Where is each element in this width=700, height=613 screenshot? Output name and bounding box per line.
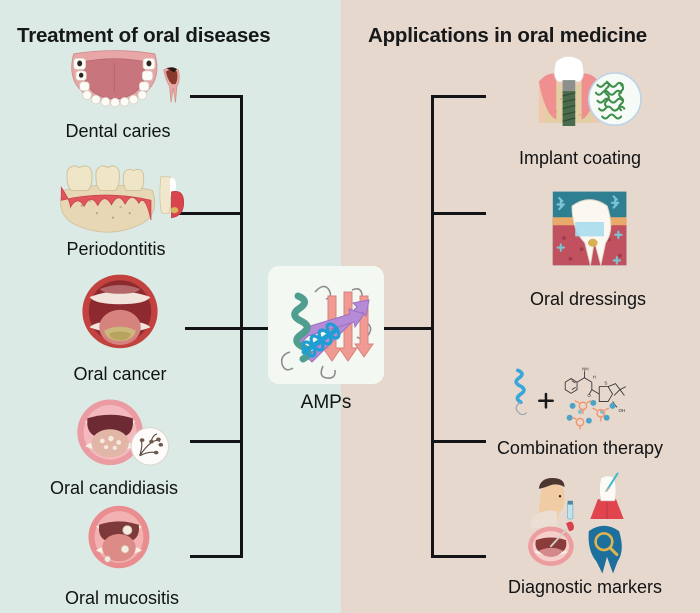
right-bracket-spine	[431, 95, 434, 558]
right-branch-3	[431, 440, 486, 443]
node-oral-cancer[interactable]: Oral cancer	[20, 273, 220, 384]
node-combination-therapy-label: Combination therapy	[496, 438, 664, 458]
peptide-plus-antibiotic-icon: NH H O S OH	[514, 366, 627, 430]
mouth-candida-icon	[77, 399, 170, 466]
node-oral-candidiasis[interactable]: Oral candidiasis	[14, 398, 214, 498]
left-branch-3	[185, 327, 243, 330]
left-branch-2	[178, 212, 243, 215]
protein-ribbon-structure-icon	[280, 285, 374, 379]
node-dental-caries[interactable]: Dental caries	[18, 48, 218, 143]
mouth-ulcer-icon	[88, 505, 150, 569]
right-branch-4	[431, 555, 486, 558]
svg-text:O: O	[587, 393, 591, 398]
svg-text:NH: NH	[582, 366, 588, 371]
right-branch-1	[431, 95, 486, 98]
left-branch-5	[190, 555, 243, 558]
left-branch-4	[190, 440, 243, 443]
node-periodontitis-label: Periodontitis	[66, 239, 166, 259]
open-mouth-tumor-icon	[82, 274, 158, 349]
left-branch-1	[190, 95, 243, 98]
right-branch-2	[431, 212, 486, 215]
left-stem-to-amp	[240, 327, 272, 330]
amps-node[interactable]	[268, 266, 384, 384]
amps-label: AMPs	[300, 392, 352, 413]
node-implant-coating[interactable]: Implant coating	[480, 50, 680, 170]
node-oral-mucositis[interactable]: Oral mucositis	[22, 505, 222, 610]
node-dental-caries-label: Dental caries	[65, 121, 171, 141]
node-combination-therapy[interactable]: NH H O S OH Combination therapy	[466, 360, 694, 460]
tooth-dressing-band-icon	[552, 191, 627, 266]
node-oral-cancer-label: Oral cancer	[73, 364, 167, 384]
node-diagnostic-markers-label: Diagnostic markers	[507, 577, 663, 597]
diagnostic-panel-icon	[528, 472, 624, 574]
panel-right-title: Applications in oral medicine	[368, 24, 647, 47]
right-stem-to-amp	[384, 327, 434, 330]
dental-implant-coating-icon	[538, 55, 642, 126]
panel-left-title: Treatment of oral diseases	[17, 24, 271, 47]
left-bracket-spine	[240, 95, 243, 558]
node-implant-coating-label: Implant coating	[518, 148, 642, 168]
node-oral-mucositis-label: Oral mucositis	[64, 588, 180, 608]
node-oral-candidiasis-label: Oral candidiasis	[49, 478, 179, 498]
node-oral-dressings-label: Oral dressings	[529, 289, 647, 309]
dental-arch-caries-icon	[71, 50, 180, 108]
svg-text:S: S	[604, 380, 607, 385]
svg-text:OH: OH	[618, 408, 625, 413]
periodontitis-gums-icon	[60, 165, 185, 233]
node-oral-dressings[interactable]: Oral dressings	[488, 190, 688, 310]
node-periodontitis[interactable]: Periodontitis	[16, 160, 216, 260]
node-diagnostic-markers[interactable]: Diagnostic markers	[478, 472, 692, 604]
svg-text:H: H	[593, 375, 596, 380]
